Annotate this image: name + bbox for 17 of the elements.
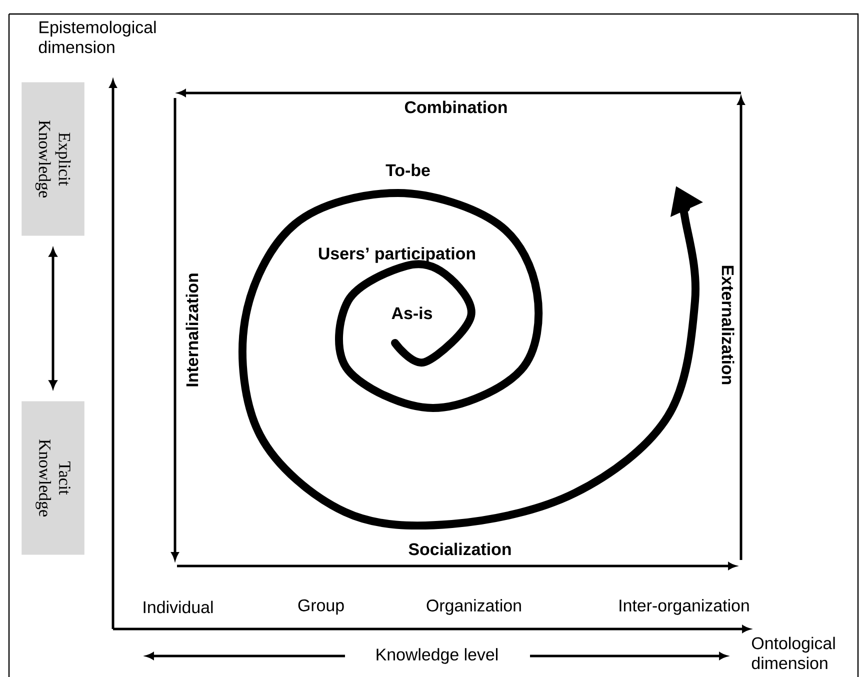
axis-label: Socialization xyxy=(408,542,511,556)
knowledge-box: Tacit Knowledge xyxy=(22,401,84,555)
axis-label: Users’ participation xyxy=(318,247,475,263)
axis-label: Group xyxy=(298,599,344,615)
axis-label: Externalization xyxy=(722,266,734,384)
axis-label: Ontological dimension xyxy=(752,636,835,670)
axis-label: Combination xyxy=(404,100,507,114)
knowledge-box: Explicit Knowledge xyxy=(22,82,84,236)
axis-label: Epistemological dimension xyxy=(38,20,156,54)
axis-label: Knowledge level xyxy=(376,648,498,664)
axis-label: Inter-organization xyxy=(620,599,749,615)
axis-label: To-be xyxy=(386,164,430,176)
axis-label: Individual xyxy=(144,600,213,614)
axis-label: Organization xyxy=(426,599,521,615)
axis-label: As-is xyxy=(392,306,432,320)
axis-label: Internalization xyxy=(186,274,198,386)
double-arrow xyxy=(49,248,57,388)
